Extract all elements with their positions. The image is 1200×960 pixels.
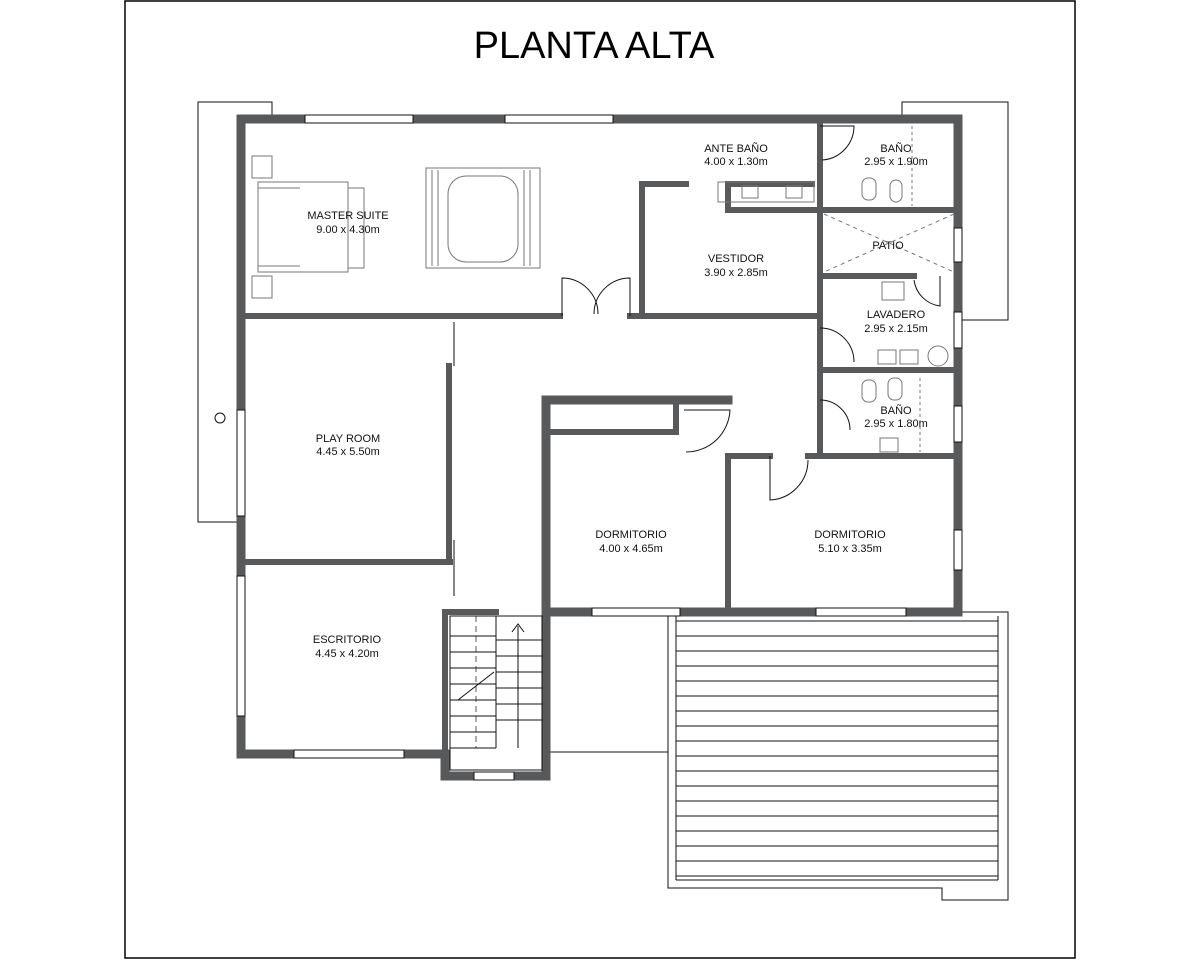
bano-1-size: 2.95 x 1.90m <box>864 156 928 168</box>
fixtures <box>251 126 955 453</box>
ante-bano-label: ANTE BAÑO <box>704 142 768 155</box>
dormitorio-1-size: 4.00 x 4.65m <box>599 543 663 555</box>
dormitorio-2-size: 5.10 x 3.35m <box>818 543 882 555</box>
dormitorio-1-label: DORMITORIO <box>595 529 667 541</box>
doors <box>453 125 941 596</box>
windows <box>236 114 963 781</box>
staircase <box>449 615 543 771</box>
escritorio-size: 4.45 x 4.20m <box>315 648 379 660</box>
bano-2-label: BAÑO <box>880 404 912 417</box>
patio-label: PATIO <box>872 240 904 252</box>
vestidor-size: 3.90 x 2.85m <box>704 267 768 279</box>
lavadero-label: LAVADERO <box>867 309 926 321</box>
sheet-frame <box>124 0 1076 959</box>
master-suite-label: MASTER SUITE <box>307 210 388 222</box>
bano-1-label: BAÑO <box>880 142 912 155</box>
room-labels: MASTER SUITE 9.00 x 4.30m ANTE BAÑO 4.00… <box>307 142 927 660</box>
ante-bano-size: 4.00 x 1.30m <box>704 156 768 168</box>
balconies <box>197 101 1009 523</box>
escritorio-label: ESCRITORIO <box>313 634 382 646</box>
bathtub <box>425 167 541 269</box>
play-room-size: 4.45 x 5.50m <box>316 446 380 458</box>
vestidor-label: VESTIDOR <box>708 253 764 265</box>
master-suite-size: 9.00 x 4.30m <box>316 224 380 236</box>
play-room-label: PLAY ROOM <box>316 433 380 445</box>
lavadero-size: 2.95 x 2.15m <box>864 323 928 335</box>
dormitorio-2-label: DORMITORIO <box>814 529 886 541</box>
bano-2-size: 2.95 x 1.80m <box>864 418 928 430</box>
plan-title: PLANTA ALTA <box>474 25 715 67</box>
deck <box>547 611 1009 901</box>
